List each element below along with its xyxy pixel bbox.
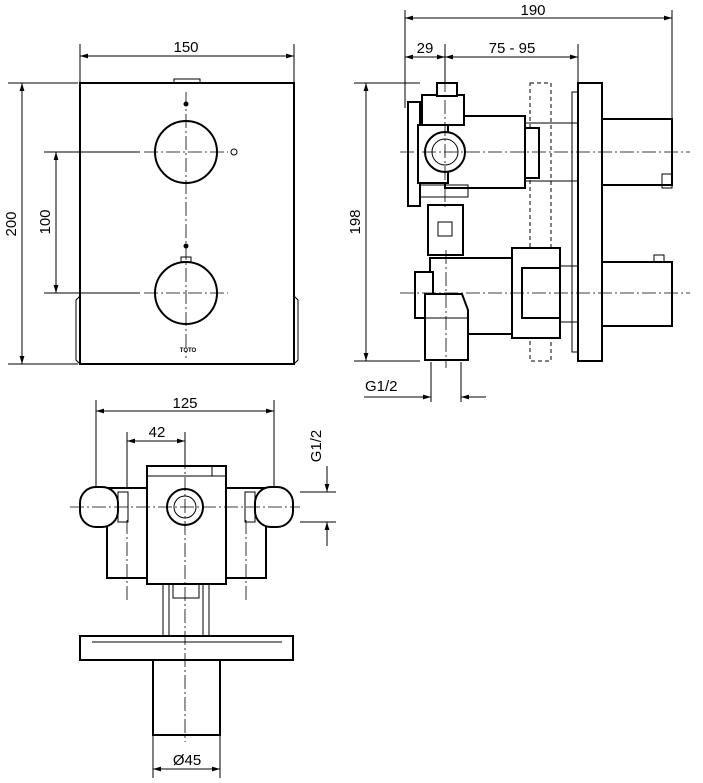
overall-depth-label: 190 <box>520 2 545 19</box>
offset-label: 29 <box>417 40 434 57</box>
indicator-dot-icon <box>230 148 238 156</box>
center-distance-label: 42 <box>149 424 166 441</box>
brand-logo: TOTO <box>180 348 197 354</box>
upper-knob <box>154 120 218 184</box>
lower-handle <box>601 261 673 327</box>
side-view: 190 29 75 - 95 198 G1/2 <box>347 2 690 402</box>
front-view: 150 200 100 TOTO <box>3 39 299 365</box>
cover-plate <box>79 82 295 365</box>
wall-plate <box>577 82 603 362</box>
top-handle <box>152 659 221 736</box>
top-width-label: 125 <box>172 395 197 412</box>
top-thread-label: G1/2 <box>308 430 325 463</box>
range-label: 75 - 95 <box>489 40 536 57</box>
front-height-label: 200 <box>3 211 20 236</box>
knob-spacing-label: 100 <box>37 209 54 234</box>
front-width-label: 150 <box>173 39 198 56</box>
connector <box>427 204 464 256</box>
wall-outline <box>529 82 552 362</box>
side-height-label: 198 <box>347 209 364 234</box>
top-wall-plate <box>79 635 294 661</box>
top-view: 125 42 G1/2 <box>70 395 336 778</box>
side-thread-label: G1/2 <box>365 378 398 395</box>
diameter-label: Ø45 <box>173 752 201 769</box>
